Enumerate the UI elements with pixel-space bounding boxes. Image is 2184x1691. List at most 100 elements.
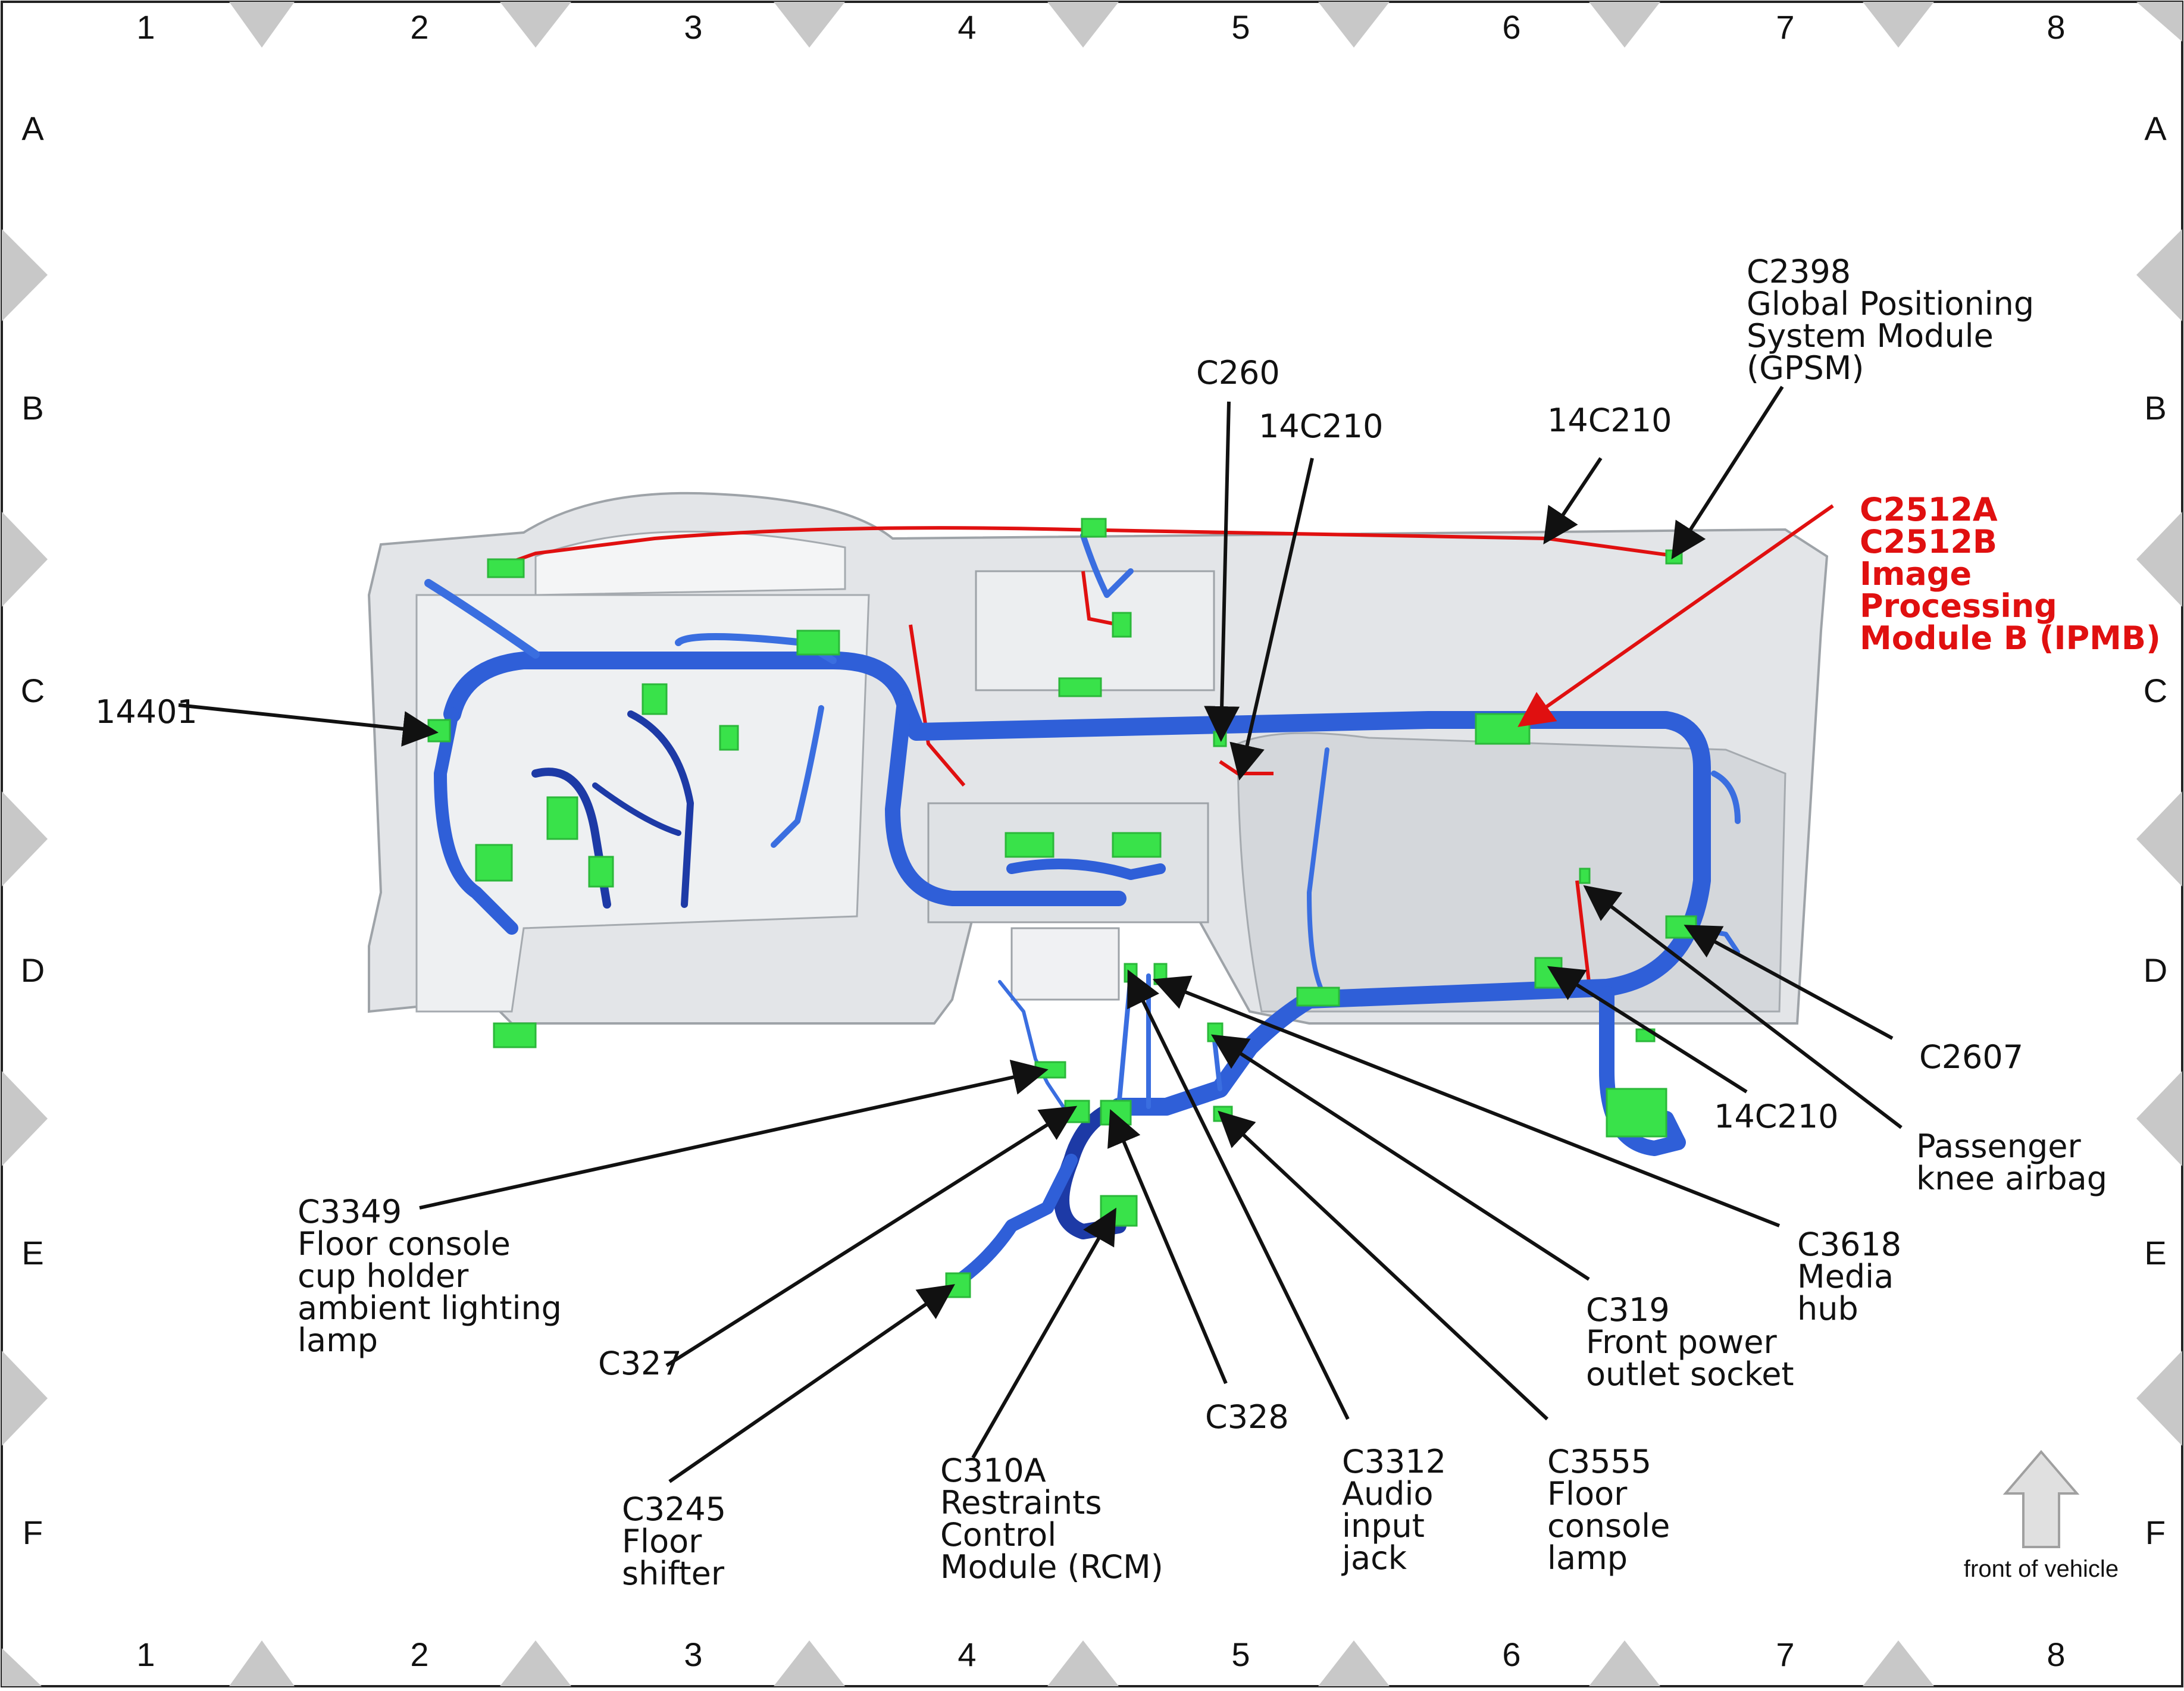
leader-c3349: [419, 1060, 1049, 1210]
connector-cluster-3: [719, 725, 739, 751]
callout-c3312-line-3: jack: [1341, 1539, 1407, 1577]
callout-c310a-line-2: Control: [940, 1516, 1056, 1554]
callout-c3618-line-2: hub: [1797, 1290, 1858, 1327]
grid-column-4: 4: [958, 8, 976, 46]
connector-knee-airbag: [1579, 868, 1591, 884]
grid-row-D: D: [21, 951, 45, 989]
connector-c310a: [1100, 1195, 1138, 1227]
callout-c3349-line-3: ambient lighting: [298, 1289, 562, 1327]
leader-lines: [178, 386, 1903, 1483]
grid-column-2: 2: [410, 8, 428, 46]
connector-left-lower-2: [546, 796, 578, 840]
front-arrow-icon: [2002, 1449, 2080, 1548]
grid-column-5: 5: [1231, 8, 1250, 46]
grid-row-C: C: [21, 672, 45, 709]
leader-c310a: [971, 1207, 1116, 1459]
callout-c328-line-0: C328: [1205, 1398, 1289, 1436]
grid-row-A: A: [21, 109, 44, 147]
leader-c2607: [1684, 925, 1894, 1040]
callout-c2512-line-3: Processing: [1860, 587, 2057, 625]
grid-column-1-bottom: 1: [136, 1636, 155, 1673]
grid-column-2-bottom: 2: [410, 1636, 428, 1673]
callout-14c210_a-line-0: 14C210: [1259, 408, 1384, 445]
front-of-vehicle-label: front of vehicle: [1964, 1556, 2119, 1582]
connector-center-2: [1112, 832, 1162, 858]
grid-row-E: E: [21, 1234, 43, 1272]
callout-c3349-line-2: cup holder: [298, 1257, 469, 1295]
callout-c260-line-0: C260: [1196, 354, 1280, 392]
grid-row-F: F: [23, 1514, 43, 1551]
callout-c2398-line-2: System Module: [1747, 317, 1994, 355]
grid-row-D-right: D: [2144, 951, 2167, 989]
callout-c3618-line-1: Media: [1797, 1258, 1894, 1295]
callout-c310a-line-1: Restraints: [940, 1484, 1102, 1521]
callout-c2398-line-3: (GPSM): [1747, 349, 1864, 387]
leader-c319: [1210, 1034, 1590, 1281]
callout-c2512-line-2: Image: [1860, 555, 1972, 593]
callout-c310a-line-0: C310A: [940, 1452, 1046, 1489]
callout-c3555-line-0: C3555: [1547, 1443, 1651, 1480]
callout-c2512-line-1: C2512B: [1860, 523, 1997, 560]
leader-c328: [1107, 1108, 1228, 1385]
connector-c3245: [945, 1272, 971, 1298]
connector-floor-big: [1606, 1088, 1667, 1138]
connector-c3555: [1213, 1106, 1233, 1122]
connector-radio-1: [1058, 677, 1102, 697]
grid-row-F-right: F: [2145, 1514, 2166, 1551]
leader-14401: [178, 703, 439, 747]
grid-column-6-bottom: 6: [1502, 1636, 1520, 1673]
leader-c3555: [1218, 1110, 1549, 1421]
connector-left-bottom: [493, 1022, 537, 1048]
leader-c260: [1204, 401, 1240, 742]
grid-column-8-bottom: 8: [2047, 1636, 2065, 1673]
callout-c3618-line-0: C3618: [1797, 1226, 1901, 1263]
callout-c3312-line-0: C3312: [1342, 1443, 1446, 1480]
callout-c3555-line-3: lamp: [1547, 1539, 1628, 1577]
connector-c2512: [1475, 713, 1531, 745]
callout-c310a-line-3: Module (RCM): [940, 1548, 1163, 1586]
connector-cluster-1: [796, 630, 840, 656]
callout-14c210_b-line-0: 14C210: [1547, 402, 1672, 439]
grid-column-8: 8: [2047, 8, 2065, 46]
callout-c3312-line-2: input: [1342, 1507, 1425, 1545]
callout-c327-line-0: C327: [598, 1345, 682, 1382]
callout-c2398-line-1: Global Positioning: [1747, 285, 2034, 322]
callout-c3555-line-1: Floor: [1547, 1475, 1628, 1512]
grid-column-3: 3: [684, 8, 702, 46]
callout-c2512-line-0: C2512A: [1860, 491, 1998, 528]
callout-c3245-line-1: Floor: [622, 1523, 702, 1560]
grid-column-1: 1: [136, 8, 155, 46]
connector-cluster-2: [642, 683, 668, 715]
connector-left-lower-1: [475, 844, 513, 882]
grid-column-7-bottom: 7: [1776, 1636, 1794, 1673]
callout-c319-line-1: Front power: [1586, 1323, 1777, 1361]
connector-left-upper: [487, 558, 525, 578]
callout-c319-line-2: outlet socket: [1586, 1355, 1794, 1393]
leader-c327: [665, 1106, 1078, 1367]
callout-c3245-line-0: C3245: [622, 1490, 726, 1528]
connector-right-1: [1296, 987, 1340, 1007]
grid-row-B: B: [21, 389, 43, 427]
callout-14c210_c-line-0: 14C210: [1714, 1098, 1839, 1135]
grid-row-B-right: B: [2144, 389, 2166, 427]
instrument-panel: [367, 491, 1829, 1025]
callout-knee-line-0: Passenger: [1916, 1128, 2081, 1165]
callout-c3555-line-2: console: [1547, 1507, 1670, 1545]
connector-top-center: [1081, 518, 1107, 538]
grid-column-3-bottom: 3: [684, 1636, 702, 1673]
leader-c3245: [668, 1284, 955, 1483]
connector-left-lower-3: [588, 856, 614, 888]
leader-14c210-c: [1547, 966, 1748, 1094]
grid-row-E-right: E: [2144, 1234, 2166, 1272]
grid-column-7: 7: [1776, 8, 1794, 46]
callout-c3245-line-2: shifter: [622, 1555, 725, 1592]
grid-column-5-bottom: 5: [1231, 1636, 1250, 1673]
leader-14c210-b: [1543, 457, 1603, 544]
front-of-vehicle-indicator: front of vehicle: [1964, 1449, 2119, 1582]
callout-c3349-line-1: Floor console: [298, 1225, 511, 1263]
